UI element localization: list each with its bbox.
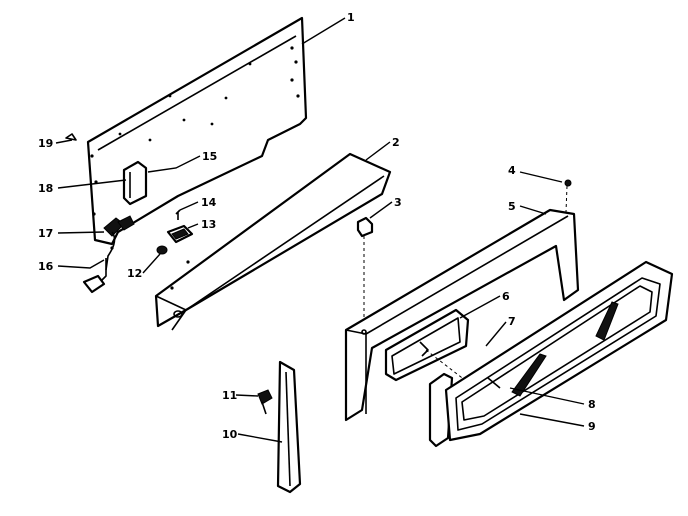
side-strip-10 <box>276 360 302 494</box>
switch-13 <box>166 224 194 244</box>
screw-14 <box>175 209 181 220</box>
door-frame-9 <box>444 260 674 442</box>
callout-7: 7 <box>508 315 516 328</box>
callout-11: 11 <box>222 389 237 402</box>
callout-17: 17 <box>38 227 53 240</box>
bracket-18 <box>122 160 148 206</box>
callout-5: 5 <box>508 200 516 213</box>
callout-8: 8 <box>588 398 596 411</box>
callout-12: 12 <box>127 267 142 280</box>
callout-18: 18 <box>38 182 53 195</box>
callout-13: 13 <box>201 218 216 231</box>
callout-4: 4 <box>508 164 516 177</box>
control-panel-bar <box>154 152 392 331</box>
callout-2: 2 <box>392 136 400 149</box>
callout-14: 14 <box>201 196 217 209</box>
leader-lines <box>55 17 585 443</box>
callout-3: 3 <box>394 196 402 209</box>
screw-11 <box>257 389 273 415</box>
callout-10: 10 <box>222 428 238 441</box>
trim-frame-5 <box>344 208 580 422</box>
screw-19 <box>65 133 77 141</box>
screw-4 <box>564 179 572 187</box>
callout-16: 16 <box>38 260 54 273</box>
callout-19: 19 <box>38 137 53 150</box>
clip-3 <box>356 216 374 238</box>
screw-12 <box>156 245 168 255</box>
callout-6: 6 <box>502 290 510 303</box>
callout-15: 15 <box>202 150 217 163</box>
window-6 <box>384 308 470 382</box>
callout-9: 9 <box>588 420 596 433</box>
callout-1: 1 <box>347 11 355 24</box>
wire-harness-17-16 <box>82 215 135 294</box>
